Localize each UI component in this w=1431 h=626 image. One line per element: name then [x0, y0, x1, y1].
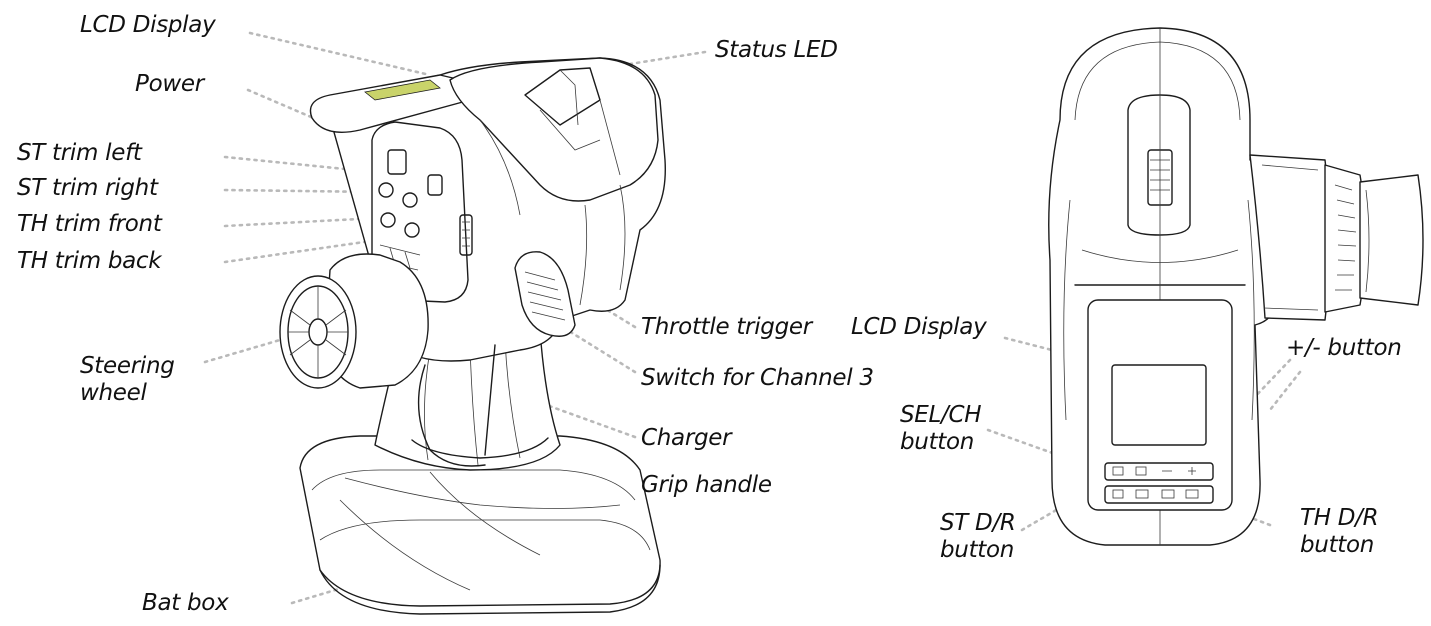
leader-power — [248, 90, 318, 120]
label-selch-button: SEL/CH button — [900, 402, 981, 456]
label-th-trim-back: TH trim back — [17, 248, 161, 275]
label-steering-wheel: Steering wheel — [80, 353, 175, 407]
label-switch-channel3: Switch for Channel 3 — [641, 365, 874, 392]
label-charger: Charger — [641, 425, 731, 452]
label-lcd-display-right: LCD Display — [851, 314, 986, 341]
top-lcd-panel — [1088, 300, 1232, 510]
label-st-trim-right: ST trim right — [17, 175, 158, 202]
label-lcd-display-left: LCD Display — [80, 12, 215, 39]
transmitter-side-view — [280, 58, 665, 614]
transmitter-top-view — [1049, 28, 1423, 545]
label-grip-handle: Grip handle — [641, 472, 772, 499]
label-st-dr-line2: button — [940, 537, 1016, 564]
label-st-dr-button: ST D/R button — [940, 510, 1016, 564]
label-st-dr-line1: ST D/R — [940, 510, 1016, 537]
leader-lcd-left — [250, 33, 430, 75]
label-throttle-trigger: Throttle trigger — [641, 314, 812, 341]
label-th-trim-front: TH trim front — [17, 211, 162, 238]
label-steering-wheel-line2: wheel — [80, 380, 175, 407]
label-th-dr-button: TH D/R button — [1300, 505, 1378, 559]
label-th-dr-line2: button — [1300, 532, 1378, 559]
label-th-dr-line1: TH D/R — [1300, 505, 1378, 532]
label-selch-line1: SEL/CH — [900, 402, 981, 429]
label-plus-minus-button: +/- button — [1286, 335, 1402, 362]
leader-steering-wheel — [205, 340, 280, 362]
label-status-led: Status LED — [715, 37, 838, 64]
leader-th-trim-front — [225, 218, 378, 226]
label-power: Power — [135, 71, 204, 98]
label-selch-line2: button — [900, 429, 981, 456]
label-bat-box: Bat box — [142, 590, 228, 617]
label-st-trim-left: ST trim left — [17, 140, 142, 167]
label-steering-wheel-line1: Steering — [80, 353, 175, 380]
